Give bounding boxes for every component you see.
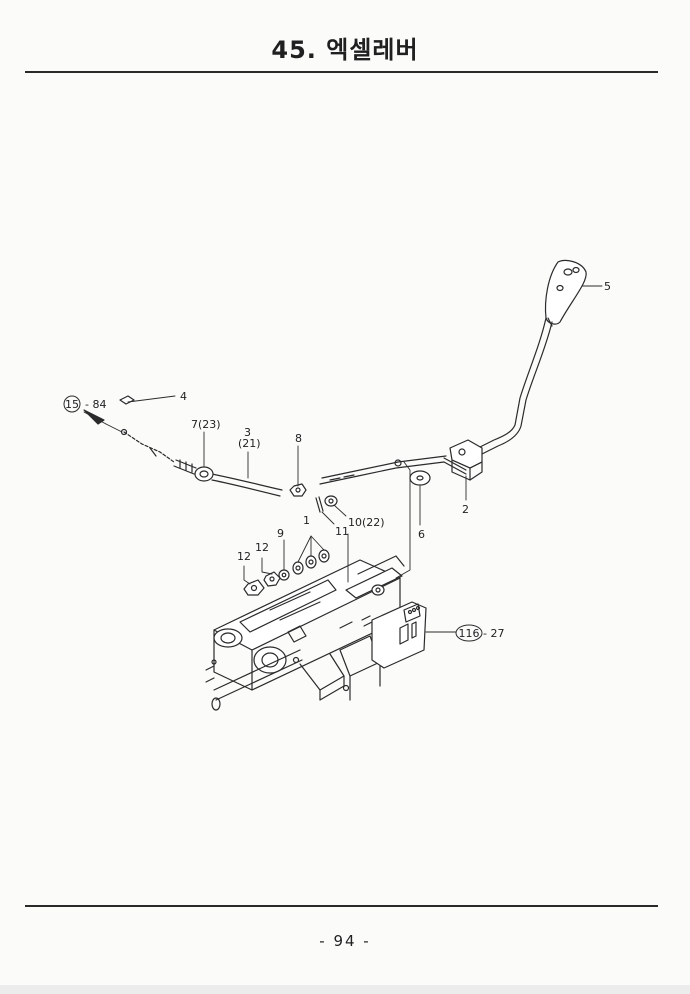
- reference-116-number: 116: [459, 627, 480, 640]
- washer-6: [409, 470, 431, 486]
- lever-bracket: [443, 439, 483, 481]
- nut-12a: [263, 571, 281, 587]
- callout-12b: 12: [237, 550, 251, 563]
- leader-4: [127, 395, 176, 403]
- pin-11: [315, 496, 324, 513]
- reference-15-number: 15: [65, 398, 79, 411]
- leader-6b: [395, 461, 411, 579]
- main-bracket: [205, 559, 401, 711]
- pedal-plate: [371, 601, 427, 669]
- leader-11: [321, 511, 335, 525]
- upper-cable: [319, 455, 447, 485]
- leader-12b: [243, 565, 251, 585]
- leader-1: [297, 535, 325, 563]
- reference-116-page: - 27: [483, 627, 504, 640]
- reference-arrow-15: [83, 409, 123, 433]
- callout-8: 8: [295, 432, 302, 445]
- washer-set: [278, 549, 330, 581]
- scan-edge: [0, 985, 690, 994]
- callout-6: 6: [418, 528, 425, 541]
- callout-5: 5: [604, 280, 611, 293]
- lever-rod: [469, 317, 553, 459]
- callout-10: 10(22): [348, 516, 385, 529]
- pivot-arm: [339, 555, 405, 629]
- callout-1: 1: [303, 514, 310, 527]
- callout-11: 11: [335, 525, 349, 538]
- nut-8: [289, 483, 307, 497]
- cable-sleeve-7: [173, 459, 214, 482]
- lever-knob: [544, 259, 587, 327]
- footer-divider: [25, 905, 658, 907]
- callout-2: 2: [462, 503, 469, 516]
- callout-3: 3: [244, 426, 251, 439]
- page-number: - 94 -: [319, 932, 371, 950]
- callout-4: 4: [180, 390, 187, 403]
- title-divider: [25, 71, 658, 73]
- page-title: 45. 엑셀레버: [271, 36, 419, 64]
- clip-4: [119, 395, 135, 405]
- callout-7: 7(23): [191, 418, 221, 431]
- circle-badge-icon: [455, 624, 483, 642]
- circle-badge-icon: [63, 395, 81, 413]
- lower-cable: [211, 473, 283, 497]
- cable-end-wire: [120, 428, 175, 463]
- callout-12a: 12: [255, 541, 269, 554]
- reference-15-page: - 84: [85, 398, 106, 411]
- washer-10: [324, 495, 338, 507]
- callout-9: 9: [277, 527, 284, 540]
- callout-3-alt: (21): [238, 437, 261, 450]
- leader-12a: [261, 557, 273, 575]
- leader-lines: [127, 285, 603, 633]
- leader-10: [333, 504, 347, 517]
